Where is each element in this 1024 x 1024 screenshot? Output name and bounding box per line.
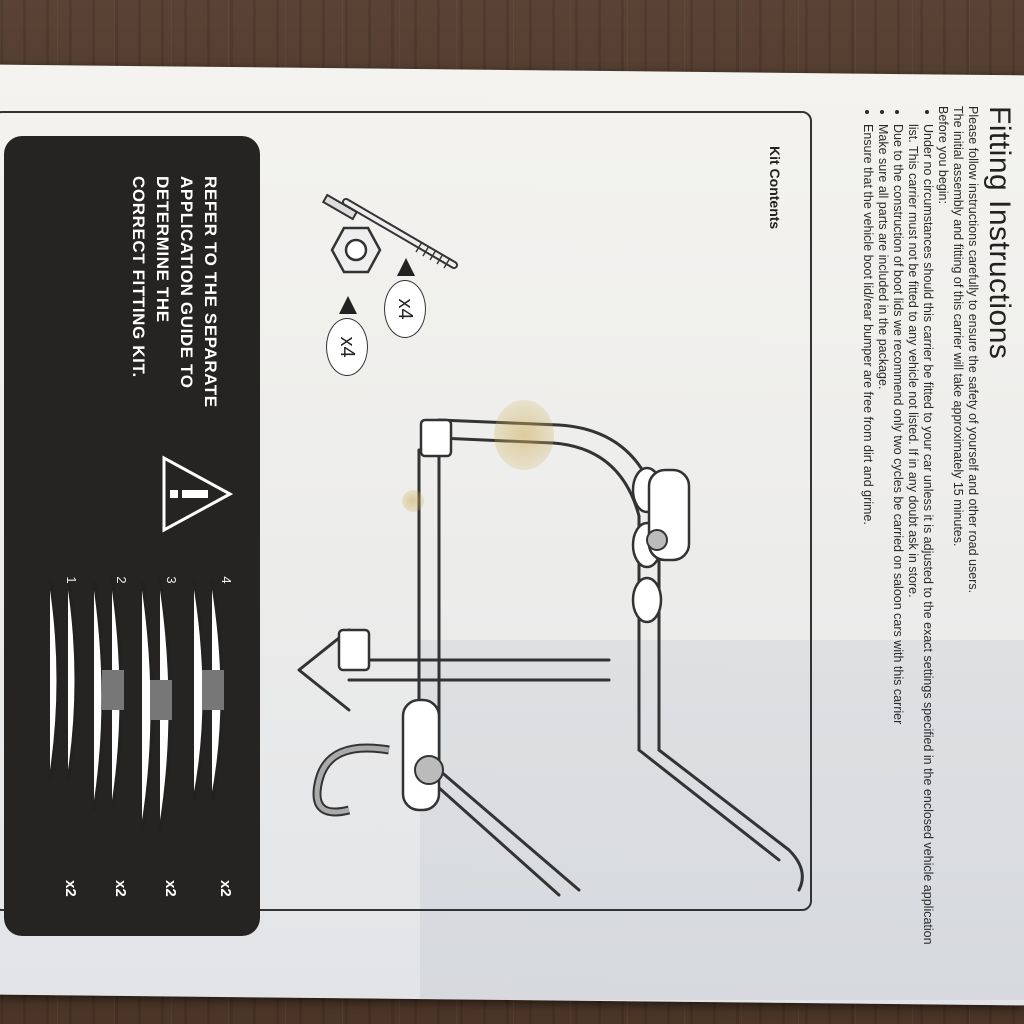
strap-quantity: x2 <box>217 880 234 897</box>
strap-quantity: x2 <box>112 880 129 897</box>
intro-line: Before you begin: <box>936 106 950 204</box>
strap-quantity: x2 <box>62 880 79 897</box>
notice-line: CORRECT FITTING KIT. <box>129 176 148 378</box>
strap-number: 2 <box>114 576 129 584</box>
bike-carrier-illustration <box>297 418 804 897</box>
nut-icon <box>330 226 382 274</box>
notice-line: APPLICATION GUIDE TO <box>177 176 196 389</box>
fitting-kit-notice: REFER TO THE SEPARATE APPLICATION GUIDE … <box>126 176 222 408</box>
paper-stain <box>402 490 424 512</box>
strap-quantity: x2 <box>162 880 179 897</box>
notice-line: REFER TO THE SEPARATE <box>201 176 220 408</box>
page-title: Fitting Instructions <box>983 106 1016 360</box>
bolt-icon <box>321 193 458 269</box>
paper-stain <box>494 400 554 470</box>
shadow-overlay <box>420 640 1024 1000</box>
strap-number: 4 <box>219 576 234 584</box>
intro-line: Please follow instructions carefully to … <box>966 106 980 594</box>
notice-line: DETERMINE THE <box>153 176 172 323</box>
nut-arrow-icon <box>339 296 357 314</box>
precaution-item: Under no circumstances should this carri… <box>905 124 935 966</box>
warning-triangle-icon <box>162 455 234 533</box>
kit-contents-title: Kit Contents <box>767 146 783 230</box>
intro-line: The initial assembly and fitting of this… <box>951 106 965 547</box>
fitting-straps-illustration <box>48 578 224 832</box>
strap-number: 3 <box>164 576 179 584</box>
strap-number: 1 <box>64 576 79 584</box>
bolt-arrow-icon <box>397 258 415 276</box>
